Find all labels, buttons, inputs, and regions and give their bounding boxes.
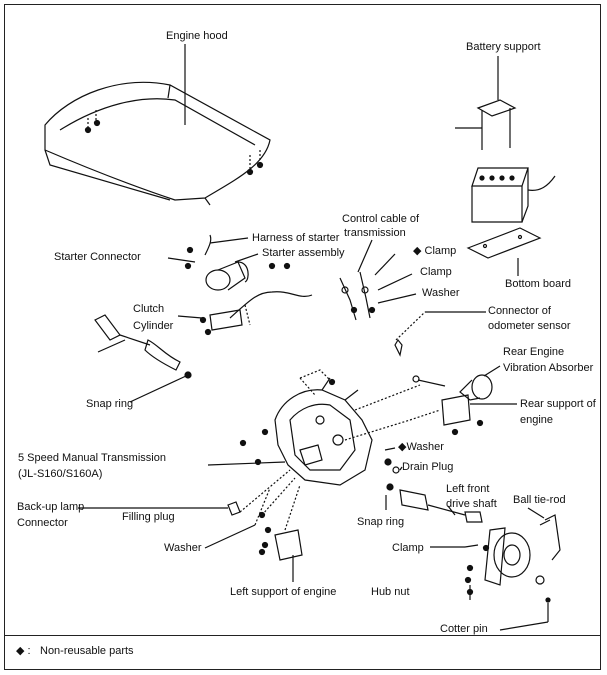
label-snap-ring-left: Snap ring — [86, 398, 134, 410]
washer-drain-drawing — [384, 458, 392, 466]
leader-rear-support-dash — [344, 409, 441, 441]
label-engine-hood: Engine hood — [166, 30, 228, 42]
leader-snap-ring-left — [129, 375, 187, 403]
leader-clutch — [177, 315, 203, 319]
ball-tie-rod-drawing — [535, 514, 561, 603]
legend-divider — [5, 635, 601, 636]
left-drive-shaft-drawing — [94, 314, 192, 379]
legend-text: Non-reusable parts — [40, 645, 134, 657]
label-clamp-lower: Clamp — [392, 542, 424, 554]
label-backup-lamp: Back-up lamp — [17, 501, 85, 513]
leader-shaft-left — [97, 339, 126, 353]
leader-clamp-upper — [374, 253, 396, 276]
engine-hood-drawing — [44, 81, 271, 206]
leader-washer-lower — [204, 524, 256, 549]
label-hub-nut: Hub nut — [371, 586, 410, 598]
clutch-cylinder-drawing — [199, 309, 243, 336]
battery-drawing — [471, 167, 556, 223]
leader-clamp-mid — [377, 273, 413, 291]
left-support-drawing — [258, 526, 303, 561]
label-starter-connector: Starter Connector — [54, 251, 141, 263]
label-rear-engine: Rear Engine — [503, 346, 565, 358]
label-filling-plug: Filling plug — [122, 511, 175, 523]
harness-cable — [229, 291, 313, 319]
battery-support-drawing — [455, 99, 517, 150]
odometer-connector-drawing — [394, 338, 403, 357]
hub-knuckle-drawing — [464, 527, 531, 600]
label-washer-upper: Washer — [422, 287, 460, 299]
leader-starter-connector — [167, 257, 196, 263]
label-drain-plug: Drain Plug — [402, 461, 454, 473]
label-rear-support-line2: engine — [520, 414, 554, 426]
label-drive-shaft: drive shaft — [446, 498, 497, 510]
label-harness-of-starter: Harness of starter — [252, 232, 340, 244]
label-odometer-line1: Connector of — [488, 305, 551, 317]
label-cylinder: Cylinder — [133, 320, 174, 332]
legend-symbol: ◆ : — [16, 645, 31, 657]
leader-washer-diamond — [384, 447, 396, 451]
leader-drain-plug — [399, 466, 403, 471]
rear-vibration-absorber-drawing — [412, 374, 493, 401]
label-transmission-line1: 5 Speed Manual Transmission — [18, 452, 166, 464]
rear-support-drawing — [441, 394, 484, 436]
bottom-board-drawing — [466, 227, 542, 259]
label-clutch: Clutch — [133, 303, 165, 315]
label-starter-assembly: Starter assembly — [262, 247, 345, 259]
right-drive-shaft-drawing — [386, 483, 483, 523]
leader-washer-upper — [377, 293, 417, 304]
leader-transmission — [207, 461, 286, 466]
label-backup-connector: Connector — [17, 517, 68, 529]
label-left-support: Left support of engine — [230, 586, 337, 598]
label-cotter-pin: Cotter pin — [440, 623, 488, 635]
label-clamp-upper: ◆ Clamp — [413, 245, 457, 257]
label-washer-lower: Washer — [164, 542, 202, 554]
leader-left-front — [447, 505, 456, 516]
label-clamp-mid: Clamp — [420, 266, 452, 278]
label-washer-diamond: ◆Washer — [398, 441, 444, 453]
label-transmission-line2: (JL-S160/S160A) — [18, 468, 103, 480]
label-snap-ring-right: Snap ring — [357, 516, 405, 528]
leader-harness — [209, 237, 249, 244]
label-battery-support: Battery support — [466, 41, 541, 53]
label-ball-tie-rod: Ball tie-rod — [513, 494, 566, 506]
leader-starter-assembly — [234, 253, 259, 263]
label-bottom-board: Bottom board — [505, 278, 572, 290]
label-control-cable-line1: Control cable of — [342, 213, 420, 225]
diagram-frame — [4, 4, 601, 670]
label-left-front: Left front — [446, 483, 490, 495]
control-cable-drawing — [339, 271, 376, 321]
leader-rear-absorber — [483, 365, 501, 377]
label-control-cable-line2: transmission — [344, 227, 406, 239]
backup-lamp-connector-drawing — [227, 501, 241, 516]
label-odometer-line2: odometer sensor — [488, 320, 571, 332]
label-vibration-absorber: Vibration Absorber — [503, 362, 594, 374]
transmission-drawing — [239, 377, 373, 486]
leader-control-cable — [357, 239, 373, 273]
leader-ball-tie-rod — [527, 507, 545, 519]
label-rear-support-line1: Rear support of — [520, 398, 596, 410]
